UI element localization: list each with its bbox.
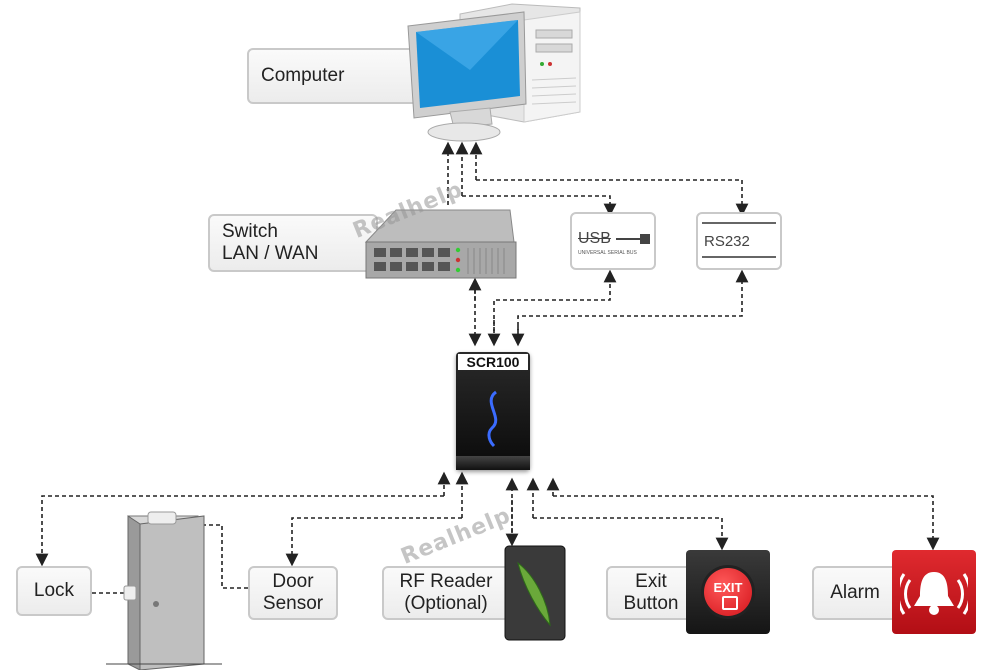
switch-label: Switch LAN / WAN bbox=[208, 214, 378, 272]
rs232-port-icon: RS232 bbox=[696, 212, 782, 270]
scr100-label: SCR100 bbox=[458, 354, 528, 370]
scr100-wave-icon bbox=[487, 390, 498, 448]
rf-reader-icon bbox=[504, 545, 566, 641]
alarm-bell-glyph bbox=[900, 572, 968, 615]
exit-button-label: Exit Button bbox=[606, 566, 696, 620]
lock-label: Lock bbox=[16, 566, 92, 616]
exit-button-label-text: Exit Button bbox=[623, 571, 679, 614]
rf-reader-label-text: RF Reader (Optional) bbox=[399, 571, 493, 614]
exit-button-face: EXIT bbox=[704, 568, 752, 616]
exit-door-glyph bbox=[722, 596, 738, 610]
exit-button-icon: EXIT bbox=[686, 550, 770, 634]
usb-sub-label: UNIVERSAL SERIAL BUS bbox=[578, 250, 637, 256]
alarm-label-text: Alarm bbox=[830, 582, 880, 603]
alarm-bell-icon bbox=[892, 550, 976, 634]
computer-icon bbox=[407, 3, 581, 142]
rf-reader-label: RF Reader (Optional) bbox=[382, 566, 510, 620]
network-switch-icon bbox=[364, 209, 517, 279]
computer-usb-link bbox=[462, 195, 617, 217]
door-icon bbox=[106, 511, 222, 670]
alarm-label: Alarm bbox=[812, 566, 898, 620]
scr100-door-sensor-link bbox=[285, 517, 462, 567]
switch-label-text: Switch LAN / WAN bbox=[222, 221, 319, 264]
exit-sign-text: EXIT bbox=[713, 580, 743, 595]
scr100-alarm-link bbox=[553, 495, 940, 551]
usb-port-icon: USB UNIVERSAL SERIAL BUS bbox=[570, 212, 656, 270]
usb-label: USB bbox=[578, 230, 611, 247]
lock-label-text: Lock bbox=[33, 580, 75, 601]
rs232-label: RS232 bbox=[704, 233, 750, 250]
scr100-lock-link bbox=[35, 495, 444, 567]
door-sensor-label: Door Sensor bbox=[248, 566, 338, 620]
door-sensor-label-text: Door Sensor bbox=[262, 571, 324, 614]
scr100-exit-button-link bbox=[533, 517, 729, 551]
computer-label-text: Computer bbox=[261, 65, 345, 86]
scr100-device-icon: SCR100 bbox=[456, 352, 530, 470]
computer-rs232-link bbox=[476, 179, 749, 217]
computer-label: Computer bbox=[247, 48, 437, 104]
